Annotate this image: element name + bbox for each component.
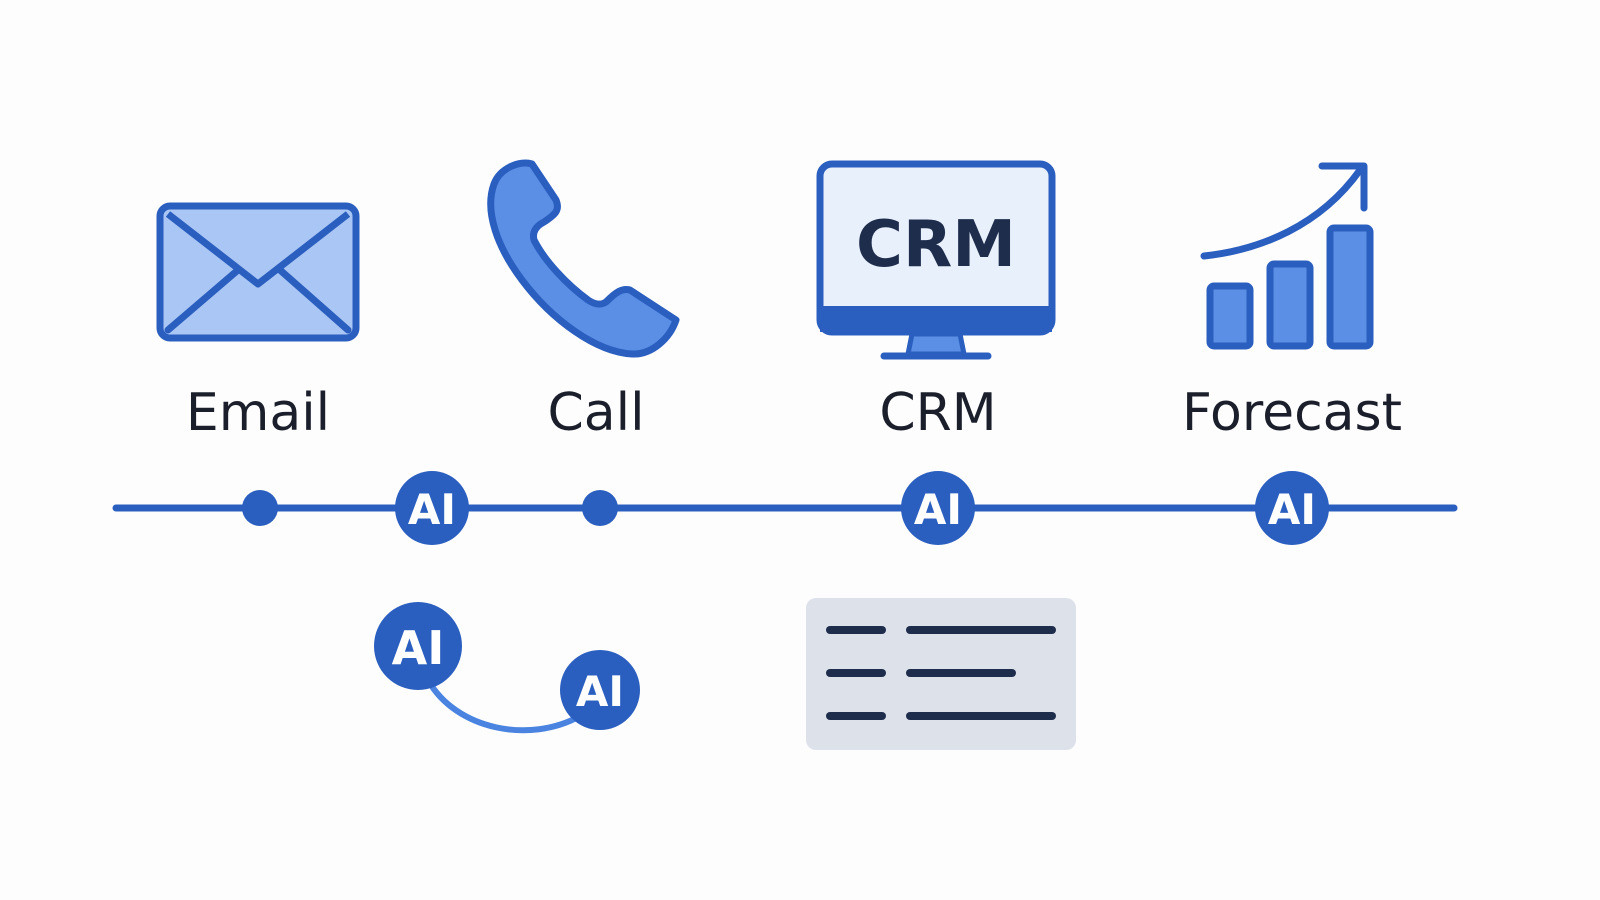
svg-text:AI: AI	[392, 621, 445, 675]
svg-text:AI: AI	[576, 667, 624, 716]
bar-chart-trend-icon	[1200, 162, 1374, 350]
timeline-ai-node: AI	[395, 471, 469, 545]
ai-badge-right: AI	[560, 650, 640, 730]
monitor-screen-text: CRM	[856, 208, 1016, 282]
ai-link-group: AI AI	[374, 602, 640, 734]
svg-text:AI: AI	[408, 485, 456, 534]
ai-badge-left: AI	[374, 602, 462, 690]
envelope-icon	[156, 202, 360, 342]
svg-text:AI: AI	[1268, 485, 1316, 534]
timeline-dot	[582, 490, 618, 526]
ai-link-connector	[425, 677, 583, 734]
phone-icon	[487, 159, 680, 358]
stage-label-call: Call	[547, 383, 644, 443]
stage-label-crm: CRM	[879, 383, 996, 443]
monitor-icon: CRM	[816, 160, 1056, 360]
timeline-ai-node: AI	[1255, 471, 1329, 545]
stage-label-email: Email	[186, 383, 330, 443]
svg-text:AI: AI	[914, 485, 962, 534]
timeline-dot	[242, 490, 278, 526]
document-lines-icon	[806, 598, 1076, 750]
stage-label-forecast: Forecast	[1182, 383, 1402, 443]
timeline-ai-node: AI	[901, 471, 975, 545]
